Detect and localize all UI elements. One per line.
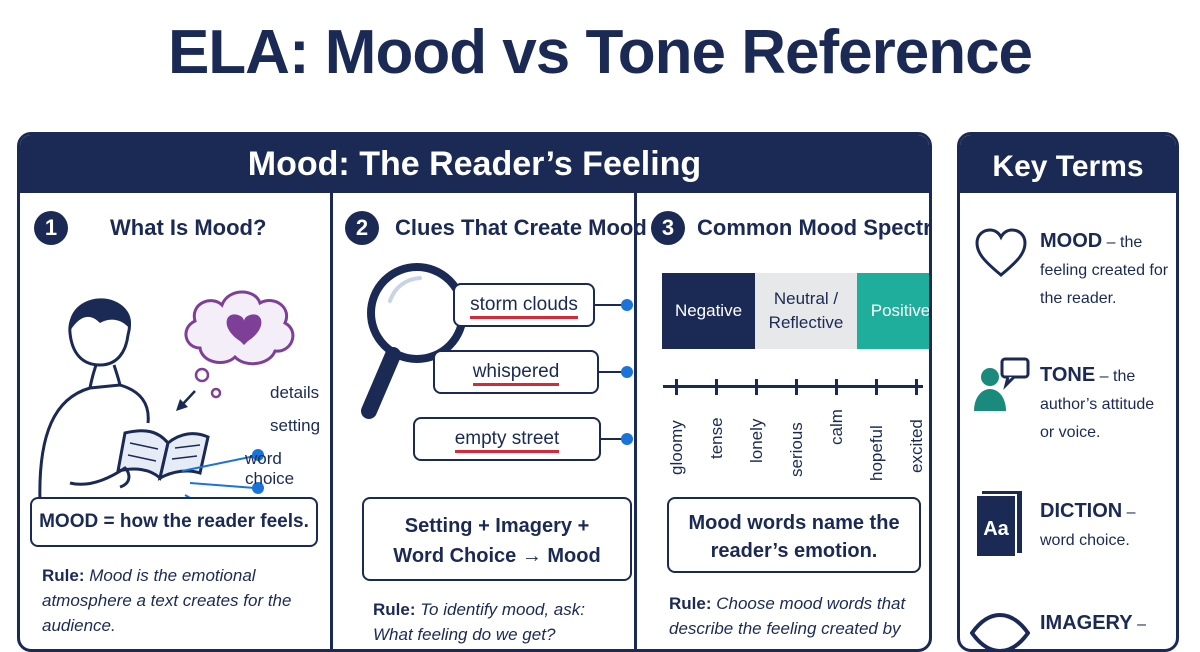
section-number: 3 [651, 211, 685, 245]
connector-dot [621, 433, 633, 445]
mood-word: serious [787, 422, 806, 477]
heart-icon [975, 228, 1027, 277]
mood-word: tense [707, 417, 726, 459]
section-title: Common Mood Spectrum [697, 215, 932, 240]
spectrum-neutral: Neutral / Reflective [755, 273, 857, 349]
mood-word: calm [827, 409, 846, 445]
rule-text: Rule: To identify mood, ask: What feelin… [373, 600, 585, 644]
section-number: 1 [34, 211, 68, 245]
rule-text: Rule: Mood is the emotional atmosphere a… [42, 566, 292, 635]
people-chat-icon [974, 357, 1030, 411]
section-clues: 2 Clues That Create Mood storm clouds wh… [330, 193, 647, 649]
page-title: ELA: Mood vs Tone Reference [167, 18, 1033, 87]
term-mood: MOOD – the feeling created for the reade… [1040, 230, 1169, 307]
term-imagery: IMAGERY – [1040, 612, 1146, 634]
mood-definition-box: MOOD = how the reader feels. [30, 497, 318, 547]
mood-word: hopeful [867, 425, 886, 481]
spectrum-axis [663, 379, 923, 395]
mood-formula-box: Setting + Imagery + Word Choice → Mood [362, 497, 632, 581]
key-terms-header: Key Terms [960, 135, 1176, 193]
label-word-choice: word choice [245, 449, 295, 488]
mood-words-box: Mood words name the reader’s emotion. [667, 497, 921, 573]
reader-with-book-icon [38, 290, 295, 503]
svg-text:Aa: Aa [983, 518, 1009, 540]
key-terms-panel: Key Terms MOOD – the feeling created for… [957, 132, 1179, 652]
connector-line [595, 304, 625, 306]
section-title: What Is Mood? [110, 215, 267, 240]
mood-word: excited [907, 419, 926, 473]
mood-panel: Mood: The Reader’s Feeling 1 What Is Moo… [17, 132, 932, 652]
mood-spectrum-bar: Negative Neutral / Reflective Positive [662, 273, 929, 349]
term-tone: TONE – the author’s attitude or voice. [1040, 364, 1155, 441]
spectrum-positive: Positive [857, 273, 929, 349]
clue-empty-street: empty street [413, 417, 601, 461]
section-title: Clues That Create Mood [395, 215, 647, 240]
dictionary-icon: Aa [975, 491, 1022, 557]
eye-icon [970, 613, 1030, 649]
section-spectrum: 3 Common Mood Spectrum Negative Neutral … [634, 193, 932, 649]
label-details: details [270, 383, 320, 402]
spectrum-negative: Negative [662, 273, 755, 349]
clue-whispered: whispered [433, 350, 599, 394]
rule-text: Rule: Choose mood words that describe th… [669, 594, 906, 638]
connector-dot [621, 299, 633, 311]
clue-storm-clouds: storm clouds [453, 283, 595, 327]
connector-line [599, 371, 625, 373]
label-setting: setting [270, 416, 321, 435]
section-what-is-mood: 1 What Is Mood? [20, 193, 330, 649]
connector-dot [621, 366, 633, 378]
mood-panel-header: Mood: The Reader’s Feeling [20, 135, 929, 193]
connector-line [601, 438, 625, 440]
mood-word: gloomy [667, 420, 686, 475]
section-number: 2 [345, 211, 379, 245]
mood-word: lonely [747, 418, 766, 463]
term-diction: DICTION – word choice. [1040, 500, 1136, 549]
